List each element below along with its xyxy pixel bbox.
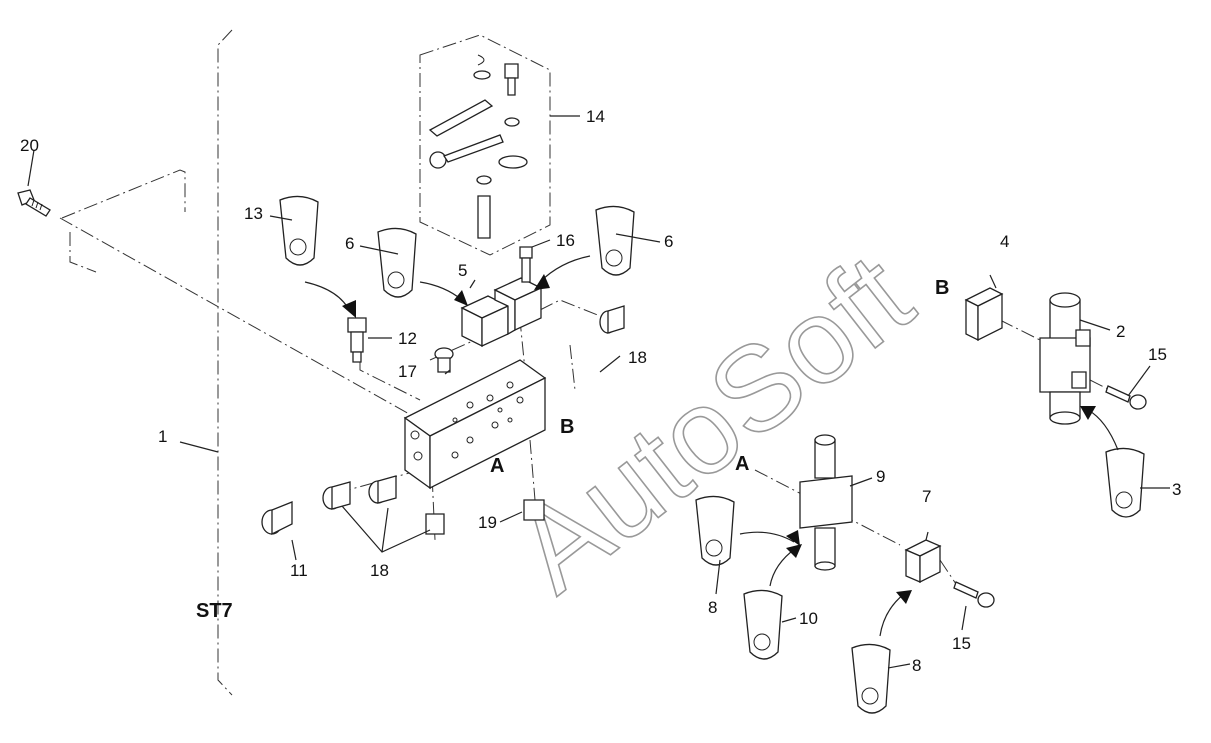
solenoid-valve-2 <box>1039 292 1091 425</box>
label-5: 5 <box>458 261 467 280</box>
label-8-bottom: 8 <box>912 656 921 675</box>
view-labels: A B A B ST7 <box>196 277 949 622</box>
station-label: ST7 <box>196 600 233 622</box>
label-16: 16 <box>556 231 575 250</box>
view-label-a-cartridge: A <box>735 453 749 475</box>
label-7: 7 <box>922 487 931 506</box>
plate-4 <box>964 287 1004 342</box>
label-1: 1 <box>158 427 167 446</box>
label-6-left: 6 <box>345 234 354 253</box>
label-17: 17 <box>398 362 417 381</box>
label-12: 12 <box>398 329 417 348</box>
label-9: 9 <box>876 467 885 486</box>
cartridge-9 <box>799 434 853 571</box>
label-20: 20 <box>20 136 39 155</box>
part-labels: 1 2 3 4 5 6 6 7 8 8 9 10 11 12 13 14 15 … <box>20 107 1181 675</box>
label-10: 10 <box>799 609 818 628</box>
label-15-right: 15 <box>1148 345 1167 364</box>
plate-7 <box>904 539 942 584</box>
sealant-tube-3 <box>1105 447 1145 518</box>
manifold-block <box>403 359 547 490</box>
application-arrows <box>304 255 1119 637</box>
view-label-b-solenoid: B <box>935 277 949 299</box>
label-2: 2 <box>1116 322 1125 341</box>
frame-line <box>217 29 233 696</box>
sealant-tube-8-left <box>695 495 735 566</box>
bolt-20 <box>17 189 51 217</box>
label-18-bottom: 18 <box>370 561 389 580</box>
plug-17 <box>434 347 454 373</box>
label-19: 19 <box>478 513 497 532</box>
sealant-tube-6-left <box>377 227 417 298</box>
label-3: 3 <box>1172 480 1181 499</box>
view-label-a-manifold: A <box>490 455 504 477</box>
label-11: 11 <box>290 561 308 580</box>
view-label-b-manifold: B <box>560 416 574 438</box>
valve-block-5 <box>460 277 543 348</box>
leader-18-bottom <box>341 505 431 553</box>
sealant-tube-6-right <box>595 205 635 276</box>
label-13: 13 <box>244 204 263 223</box>
label-8-left: 8 <box>708 598 717 617</box>
label-leaders <box>27 115 1170 669</box>
sealant-tube-8-bottom <box>851 643 891 714</box>
fittings-bottom <box>261 475 545 536</box>
sensor-12 <box>347 317 367 363</box>
fitting-18-top <box>599 305 625 334</box>
handle-assembly-14 <box>428 54 528 239</box>
sealant-tube-10 <box>743 589 783 660</box>
bolt-16 <box>519 246 533 283</box>
label-15-bottom: 15 <box>952 634 971 653</box>
sealant-tube-13 <box>279 195 319 266</box>
label-4: 4 <box>1000 232 1009 251</box>
label-6-right: 6 <box>664 232 673 251</box>
label-18-top: 18 <box>628 348 647 367</box>
label-14: 14 <box>586 107 605 126</box>
bolt-15-right <box>1105 385 1147 410</box>
bolt-15-bottom <box>953 581 995 608</box>
